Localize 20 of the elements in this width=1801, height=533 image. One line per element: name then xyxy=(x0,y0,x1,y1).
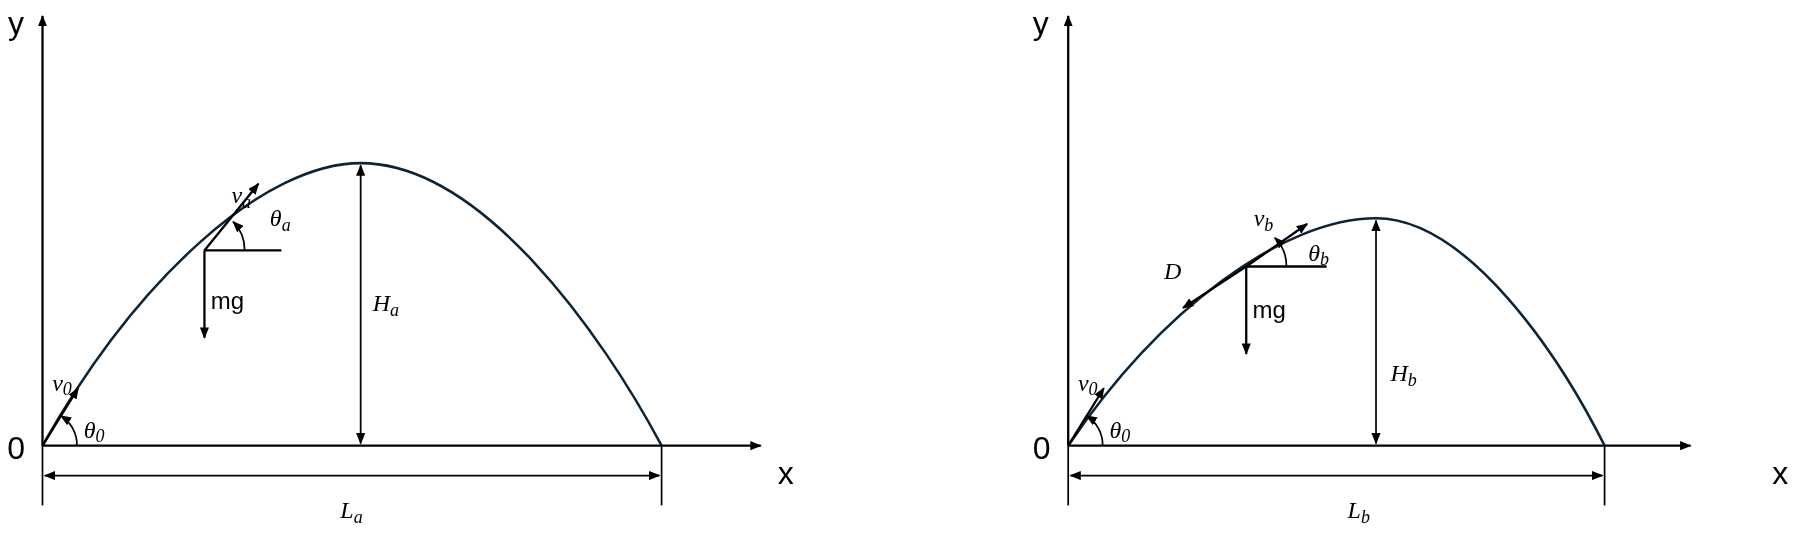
vector-label: v$_{0}$ xyxy=(52,370,72,395)
force-label: mg xyxy=(210,288,245,313)
axis-label: y xyxy=(8,6,25,39)
force-label: D xyxy=(1164,259,1182,284)
axis-label: y xyxy=(1032,6,1049,39)
angle-label: θ$_{0}$ xyxy=(83,417,105,442)
height-label: H$_{a}$ xyxy=(372,291,400,316)
origin-label: 0 xyxy=(7,432,25,464)
height-label: H$_{b}$ xyxy=(1390,361,1417,386)
angle-label: θ$_{a}$ xyxy=(269,206,291,231)
dimension-label: L$_{b}$ xyxy=(1347,498,1370,522)
axis-label: x xyxy=(1772,457,1789,490)
vector-label: v$_{0}$ xyxy=(1077,370,1098,395)
vector-label: v$_{b}$ xyxy=(1253,206,1274,231)
axis-label: x xyxy=(777,457,794,490)
dimension-label: L$_{a}$ xyxy=(340,498,363,522)
angle-label: θ$_{0}$ xyxy=(1109,417,1131,442)
force-label: mg xyxy=(1252,298,1286,323)
origin-label: 0 xyxy=(1032,432,1051,464)
angle-label: θ$_{b}$ xyxy=(1308,240,1329,265)
